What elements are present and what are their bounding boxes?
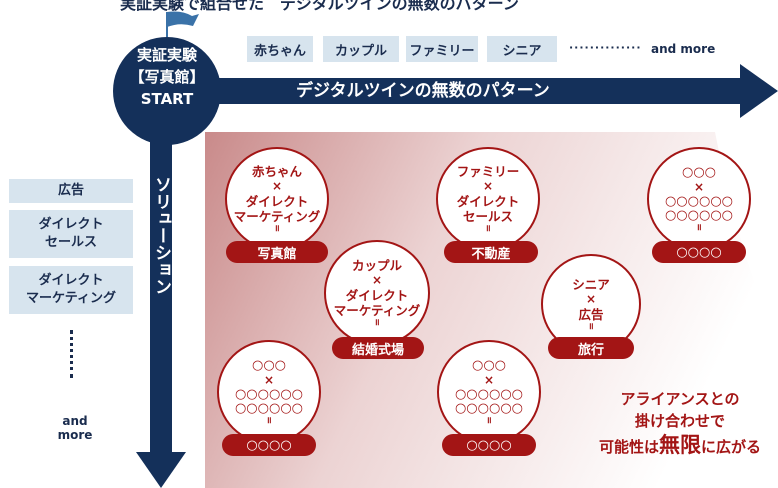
placeholder-row: ○○○○○○ (454, 386, 524, 402)
combo-segment: カップル (351, 258, 402, 273)
placeholder-bubble-bottom-left: ○○○ × ○○○○○○ ○○○○○○ ॥ (217, 340, 321, 444)
solutions-more-dots (70, 330, 75, 378)
equals-symbol: ॥ (374, 318, 380, 328)
placeholder-row: ○○○○○○ (234, 400, 304, 416)
solution-ad: 広告 (9, 179, 133, 203)
combo-segment: ファミリー (456, 164, 520, 179)
times-symbol: × (482, 179, 494, 193)
times-symbol: × (371, 273, 383, 287)
segment-tag-senior: シニア (487, 36, 557, 62)
alliance-line1: アライアンスとの (620, 390, 740, 408)
equals-symbol: ॥ (266, 415, 272, 426)
result-label-wedding-venue: 結婚式場 (332, 337, 424, 359)
alliance-line2: 掛け合わせで (634, 412, 725, 430)
alliance-infinite: 無限 (659, 433, 701, 457)
times-symbol: × (585, 291, 597, 306)
start-line2: 【写真館】 (129, 68, 205, 86)
vertical-axis-label: ソリューション (151, 176, 171, 295)
horizontal-axis-label: デジタルツインの無数のパターン (296, 81, 550, 101)
times-symbol: × (693, 179, 705, 194)
placeholder-row: ○○○○○○ (234, 386, 304, 402)
result-label-real-estate: 不動産 (444, 241, 538, 263)
solutions-more-label: and more (57, 414, 93, 442)
placeholder-top: ○○○ (681, 164, 717, 180)
alliance-statement: アライアンスとの 掛け合わせで 可能性は無限に広がる (588, 388, 772, 460)
alliance-line3: 可能性は無限に広がる (588, 432, 772, 460)
segment-tag-baby: 赤ちゃん (247, 36, 313, 62)
equals-symbol: ॥ (274, 224, 280, 234)
solution-direct-sales: ダイレクト セールス (9, 210, 133, 258)
combo-segment: シニア (572, 276, 610, 292)
result-label-photo-studio: 写真館 (226, 241, 328, 263)
placeholder-result-top-right: ○○○○ (652, 241, 746, 263)
placeholder-row: ○○○○○○ (664, 207, 734, 223)
placeholder-bubble-top-right: ○○○ × ○○○○○○ ○○○○○○ ॥ (647, 147, 751, 251)
start-line3: START (140, 90, 194, 108)
equals-symbol: ॥ (486, 415, 492, 426)
combo-bubble-couple: カップル × ダイレクト マーケティング ॥ (324, 240, 430, 346)
combo-segment: 赤ちゃん (251, 164, 302, 179)
top-cut-caption: 実証実験で組合せた デジタルツインの無数のパターン (120, 0, 519, 13)
placeholder-result-bottom-center: ○○○○ (442, 434, 536, 456)
equals-symbol: ॥ (485, 224, 491, 234)
alliance-line3-a: 可能性は (598, 438, 659, 456)
placeholder-row: ○○○○○○ (454, 400, 524, 416)
placeholder-bubble-bottom-center: ○○○ × ○○○○○○ ○○○○○○ ॥ (437, 340, 541, 444)
segment-more-label: and more (651, 42, 716, 56)
start-badge: 実証実験 【写真館】 START (113, 44, 221, 110)
times-symbol: × (483, 372, 495, 387)
combo-solution: ダイレクト セールス (456, 194, 520, 224)
solution-direct-marketing: ダイレクト マーケティング (9, 266, 133, 314)
alliance-line3-c: に広がる (701, 438, 762, 456)
combo-solution: ダイレクト マーケティング (333, 288, 421, 318)
times-symbol: × (271, 179, 283, 193)
placeholder-row: ○○○○○○ (664, 193, 734, 209)
placeholder-result-bottom-left: ○○○○ (222, 434, 316, 456)
equals-symbol: ॥ (696, 222, 702, 233)
times-symbol: × (263, 372, 275, 387)
start-line1: 実証実験 (136, 46, 197, 64)
combo-solution: ダイレクト マーケティング (233, 194, 321, 224)
placeholder-top: ○○○ (251, 357, 287, 373)
segment-tag-family: ファミリー (406, 36, 478, 62)
combo-bubble-family: ファミリー × ダイレクト セールス ॥ (436, 147, 540, 251)
equals-symbol: ॥ (588, 321, 594, 332)
result-label-travel: 旅行 (548, 337, 634, 359)
combo-bubble-baby: 赤ちゃん × ダイレクト マーケティング ॥ (225, 147, 329, 251)
combo-solution: 広告 (578, 306, 604, 322)
placeholder-top: ○○○ (471, 357, 507, 373)
segment-more-dots: ·············· (569, 41, 642, 54)
segment-tag-couple: カップル (323, 36, 399, 62)
flag-icon (166, 10, 200, 30)
